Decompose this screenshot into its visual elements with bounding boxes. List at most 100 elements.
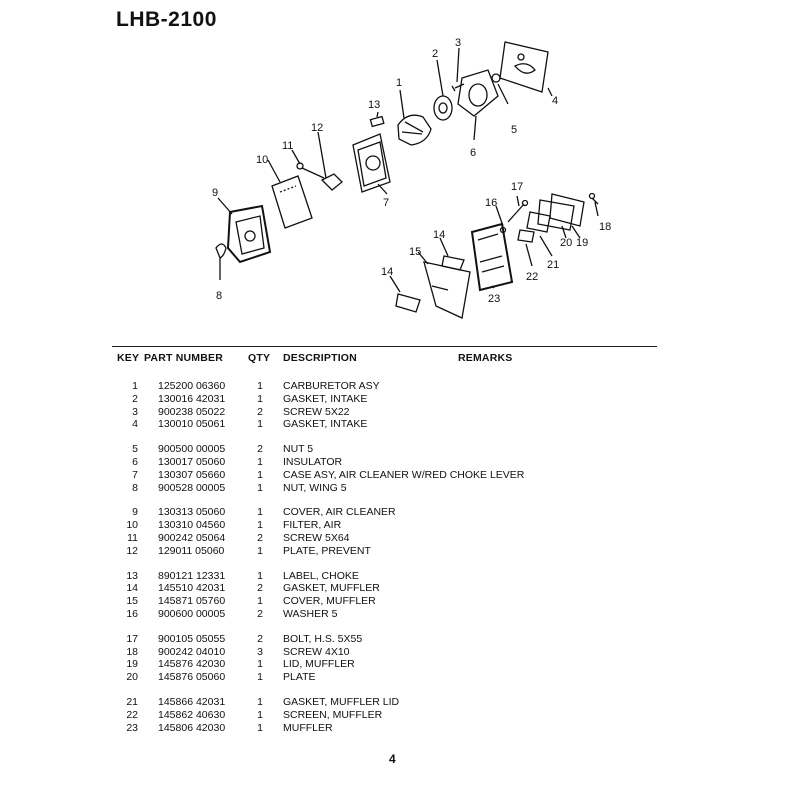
callout-6: 6 (470, 147, 476, 159)
row-qty: 2 (257, 632, 263, 645)
row-qty: 2 (257, 405, 263, 418)
row-qty: 3 (257, 645, 263, 658)
row-qty: 1 (257, 696, 263, 708)
row-description: GASKET, INTAKE (283, 418, 368, 431)
callout-10: 10 (256, 154, 268, 166)
row-description: PLATE (283, 671, 316, 684)
header-description: DESCRIPTION (283, 352, 357, 364)
row-part-number: 900242 05064 (158, 532, 226, 544)
row-key: 8 (132, 481, 138, 494)
callout-9: 9 (212, 187, 218, 199)
row-description: PLATE, PREVENT (283, 544, 371, 557)
row-qty: 2 (257, 608, 263, 620)
row-description: LABEL, CHOKE (283, 569, 359, 582)
row-key: 12 (126, 544, 138, 557)
row-description: SCREW 5X22 (283, 405, 350, 418)
washer-shape (499, 226, 507, 234)
row-part-number: 890121 12331 (158, 569, 226, 582)
row-part-number: 145866 42031 (158, 696, 226, 708)
callout-13: 13 (368, 99, 380, 111)
row-part-number: 130010 05061 (158, 418, 226, 431)
row-description: CARBURETOR ASY (283, 380, 380, 392)
row-part-number: 130307 05660 (158, 468, 226, 481)
row-qty: 1 (257, 519, 263, 532)
model-title: LHB-2100 (116, 8, 217, 31)
row-part-number: 125200 06360 (158, 380, 226, 392)
intake-gasket-ring-shape (433, 95, 453, 121)
row-key: 10 (126, 519, 138, 532)
muffler-cover-shape (423, 261, 471, 319)
row-part-number: 130016 42031 (158, 392, 226, 405)
table-row: 12 129011 05060 1 PLATE, PREVENT (0, 545, 800, 558)
muffler-lid-gasket-shape (526, 211, 551, 233)
row-key: 23 (126, 721, 138, 734)
row-description: GASKET, MUFFLER (283, 582, 380, 595)
callout-4: 4 (552, 95, 558, 107)
row-part-number: 145876 05060 (158, 671, 226, 684)
row-qty: 2 (257, 443, 263, 456)
callout-19: 19 (576, 237, 588, 249)
bolt-shape (507, 203, 525, 223)
row-key: 6 (132, 456, 138, 468)
row-description: FILTER, AIR (283, 519, 342, 532)
row-key: 4 (132, 418, 138, 431)
callout-7: 7 (383, 197, 389, 209)
air-filter-shape (271, 175, 313, 229)
row-part-number: 130017 05060 (158, 456, 226, 468)
muffler-lid-shape (549, 193, 585, 227)
table-top-rule (112, 346, 657, 347)
row-part-number: 129011 05060 (158, 544, 225, 557)
row-part-number: 145862 40630 (158, 708, 226, 721)
row-part-number: 900528 00005 (158, 481, 226, 494)
insulator-shape (457, 69, 499, 117)
screw-shape (451, 83, 465, 92)
row-key: 9 (132, 506, 138, 519)
row-key: 14 (126, 582, 138, 595)
muffler-plate-shape (537, 199, 575, 231)
table-row: 9 130313 05060 1 COVER, AIR CLEANER (0, 506, 800, 519)
row-description: NUT, WING 5 (283, 481, 347, 494)
row-description: SCREEN, MUFFLER (283, 708, 383, 721)
table-row: 8 900528 00005 1 NUT, WING 5 (0, 482, 800, 495)
row-qty: 2 (257, 582, 263, 595)
callout-20: 20 (560, 237, 572, 249)
row-qty: 1 (257, 506, 263, 519)
row-qty: 2 (257, 532, 263, 544)
wing-nut-shape (215, 243, 227, 259)
row-description: CASE ASY, AIR CLEANER W/RED CHOKE LEVER (283, 468, 525, 481)
row-qty: 1 (257, 392, 263, 405)
row-description: COVER, AIR CLEANER (283, 506, 396, 519)
callout-11: 11 (282, 140, 293, 152)
callout-18: 18 (599, 221, 611, 233)
row-key: 2 (132, 392, 138, 405)
diagram-callouts: 1 2 3 4 5 6 7 8 9 10 11 12 13 14 14 15 1… (212, 37, 611, 305)
row-part-number: 900238 05022 (158, 405, 226, 418)
header-key: KEY (117, 352, 140, 364)
row-part-number: 145806 42030 (158, 721, 226, 734)
row-part-number: 900105 05055 (158, 632, 226, 645)
nut-shape (491, 73, 501, 83)
row-qty: 1 (257, 569, 263, 582)
row-part-number: 130313 05060 (158, 506, 226, 519)
row-qty: 1 (257, 456, 263, 468)
row-qty: 1 (257, 481, 263, 494)
row-description: SCREW 5X64 (283, 532, 350, 544)
row-qty: 1 (257, 544, 263, 557)
air-cleaner-case-shape (352, 133, 391, 193)
row-description: SCREW 4X10 (283, 645, 350, 658)
callout-21: 21 (547, 259, 559, 271)
row-part-number: 900242 04010 (158, 645, 226, 658)
